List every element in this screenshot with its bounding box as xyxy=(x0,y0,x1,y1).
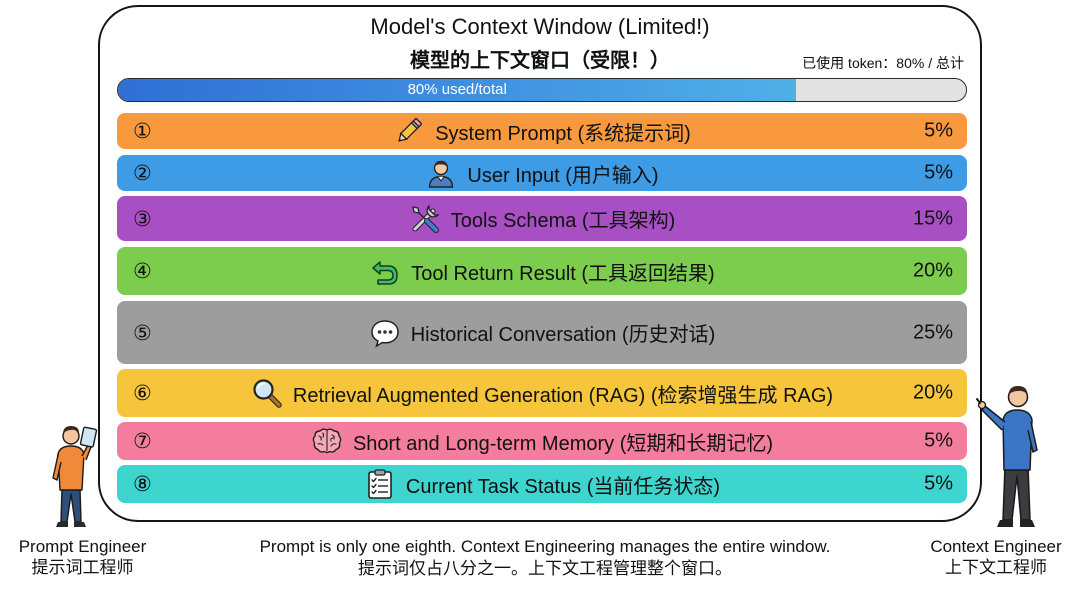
row-percent: 5% xyxy=(924,119,953,142)
row-label: Historical Conversation (历史对话) xyxy=(410,324,716,346)
tools-icon xyxy=(409,203,441,235)
row-number: ③ xyxy=(133,206,152,231)
magnifier-icon xyxy=(251,377,283,409)
row-label: Tool Return Result (工具返回结果) xyxy=(411,262,715,285)
row-number: ⑥ xyxy=(133,381,152,405)
row-label: User Input (用户输入) xyxy=(467,164,659,187)
row-number: ① xyxy=(133,119,152,143)
row-memory: ⑦ Short and Long-term Memory (短期和长期记忆) 5… xyxy=(117,422,967,460)
row-tools-schema: ③ Tools Schema (工具架构) 15% xyxy=(117,196,967,241)
row-number: ② xyxy=(133,161,152,185)
prompt-engineer-label-en: Prompt Engineer xyxy=(18,537,147,556)
row-historical-conversation: ⑤ Historical Conversation (历史对话) 25% xyxy=(117,301,967,364)
row-label: Retrieval Augmented Generation (RAG) (检索… xyxy=(292,384,834,407)
row-number: ⑦ xyxy=(133,429,152,453)
prompt-engineer-figure xyxy=(44,418,100,530)
usage-bar: 80% used/total xyxy=(117,78,967,102)
context-engineer-label-en: Context Engineer xyxy=(930,537,1062,556)
clipboard-checklist-icon xyxy=(364,468,396,500)
usage-note: 已使用 token：80% / 总计 xyxy=(802,55,964,71)
row-percent: 5% xyxy=(924,161,953,184)
brain-icon xyxy=(311,425,343,457)
usage-bar-fill xyxy=(118,79,797,101)
row-percent: 20% xyxy=(912,259,953,282)
row-percent: 5% xyxy=(924,429,953,452)
user-icon xyxy=(425,157,457,189)
row-current-task-status: ⑧ Current Task Status (当前任务状态) 5% xyxy=(117,465,967,503)
row-percent: 20% xyxy=(912,381,953,404)
row-rag: ⑥ Retrieval Augmented Generation (RAG) (… xyxy=(117,369,967,417)
context-engineer-caption: Context Engineer 上下文工程师 xyxy=(912,536,1080,578)
prompt-engineer-caption: Prompt Engineer 提示词工程师 xyxy=(0,536,165,578)
pencil-icon xyxy=(393,115,425,147)
row-percent: 5% xyxy=(924,472,953,495)
row-label: Tools Schema (工具架构) xyxy=(450,210,676,232)
row-label: Short and Long-term Memory (短期和长期记忆) xyxy=(352,432,774,455)
chat-bubble-icon xyxy=(369,317,401,349)
row-number: ⑧ xyxy=(133,472,152,496)
prompt-engineer-label-zh: 提示词工程师 xyxy=(31,558,134,577)
return-arrow-icon xyxy=(369,255,401,287)
row-user-input: ② User Input (用户输入) 5% xyxy=(117,155,967,191)
footer-note: Prompt is only one eighth. Context Engin… xyxy=(180,536,910,580)
row-label: System Prompt (系统提示词) xyxy=(435,122,691,145)
title-english: Model's Context Window (Limited!) xyxy=(370,14,710,39)
title-chinese: 模型的上下文窗口（受限！） xyxy=(410,50,670,72)
footer-note-zh: 提示词仅占八分之一。上下文工程管理整个窗口。 xyxy=(358,559,732,578)
row-percent: 25% xyxy=(912,321,953,343)
row-percent: 15% xyxy=(912,207,953,229)
usage-bar-label: 80% used/total xyxy=(407,81,507,98)
footer-note-en: Prompt is only one eighth. Context Engin… xyxy=(259,537,831,556)
row-label: Current Task Status (当前任务状态) xyxy=(405,475,721,498)
row-number: ⑤ xyxy=(133,320,152,345)
row-number: ④ xyxy=(133,259,152,283)
context-engineer-figure xyxy=(975,380,1055,532)
row-tool-return-result: ④ Tool Return Result (工具返回结果) 20% xyxy=(117,247,967,295)
row-system-prompt: ① System Prompt (系统提示词) 5% xyxy=(117,113,967,149)
context-engineer-label-zh: 上下文工程师 xyxy=(945,558,1047,577)
